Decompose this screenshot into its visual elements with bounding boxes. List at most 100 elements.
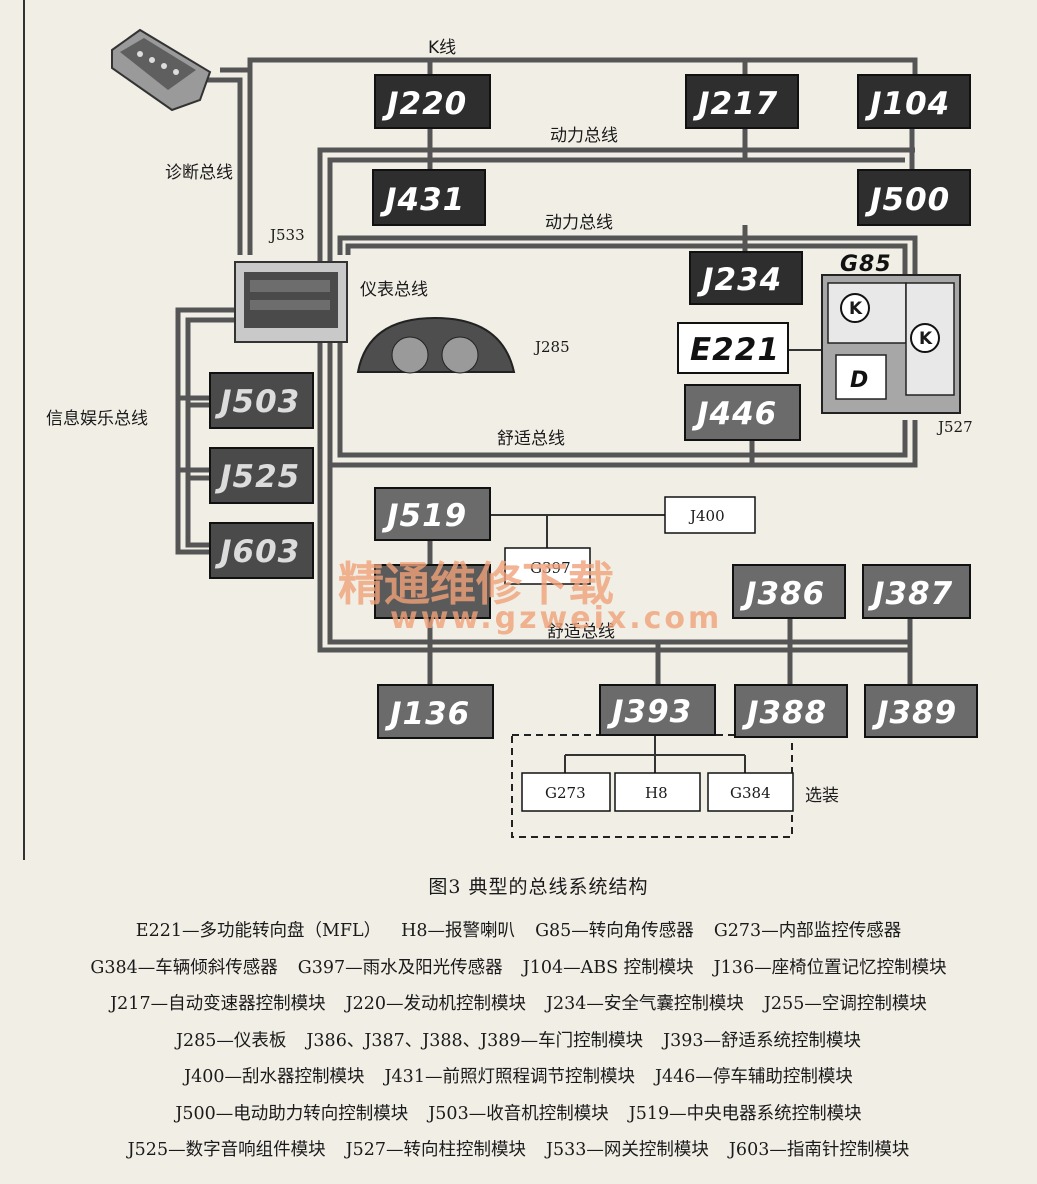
module-j500: J500 <box>857 169 971 226</box>
module-e221: E221 <box>677 322 789 374</box>
module-j519-label: J519 <box>381 498 467 534</box>
module-j234: J234 <box>689 251 803 305</box>
module-g397-label: G397 <box>530 559 571 577</box>
j527-label: J527 <box>936 418 973 436</box>
module-j217: J217 <box>685 74 799 129</box>
sensor-g273: G273 <box>521 772 611 812</box>
legend-item: J393—舒适系统控制模块 <box>663 1030 861 1051</box>
module-j104: J104 <box>857 74 971 129</box>
module-j603: J603 <box>209 522 314 579</box>
module-j389: J389 <box>864 684 978 738</box>
figure-title: 图3 典型的总线系统结构 <box>428 876 649 898</box>
module-j393: J393 <box>599 684 716 736</box>
legend-item: J446—停车辅助控制模块 <box>654 1067 853 1087</box>
module-g397: G397 <box>504 547 591 585</box>
module-j387: J387 <box>862 564 971 619</box>
legend-item: J603—指南针控制模块 <box>728 1140 910 1160</box>
module-j234-label: J234 <box>696 262 782 298</box>
k-symbol-1-icon: K <box>849 299 863 319</box>
legend-row-4: J285—仪表板 J386、J387、J388、J389—车门控制模块 J393—舒… <box>0 1023 1037 1060</box>
module-j220-label: J220 <box>381 86 467 122</box>
legend-item: G384—车辆倾斜传感器 <box>90 957 278 978</box>
legend-row-1: E221—多功能转向盘（MFL） H8—报警喇叭 G85—转向角传感器 G273—内部… <box>0 913 1037 950</box>
power-bus-label-1: 动力总线 <box>550 126 618 146</box>
legend-item: G85—转向角传感器 <box>535 921 694 941</box>
sensor-h8: H8 <box>614 772 701 812</box>
sensor-g384-label: G384 <box>730 784 771 802</box>
module-j525: J525 <box>209 447 314 504</box>
legend-row-3: J217—自动变速器控制模块 J220—发动机控制模块 J234—安全气囊控制模块 J… <box>0 986 1037 1023</box>
diag-bus-label: 诊断总线 <box>165 163 233 183</box>
sensor-g384: G384 <box>707 772 794 812</box>
d-label: D <box>850 368 869 393</box>
j533-label: J533 <box>268 226 305 244</box>
legend-row-7: J525—数字音响组件模块 J527—转向柱控制模块 J533—网关控制模块 J603… <box>0 1132 1037 1169</box>
steering-column-assembly <box>821 274 961 414</box>
module-hidden-under-watermark <box>374 564 491 619</box>
module-j503: J503 <box>209 372 314 429</box>
power-bus-label-2: 动力总线 <box>545 213 613 233</box>
legend-item: J527—转向柱控制模块 <box>345 1140 526 1160</box>
module-j500-label: J500 <box>864 182 950 218</box>
figure-caption: 图3 典型的总线系统结构 E221—多功能转向盘（MFL） H8—报警喇叭 G85—… <box>0 872 1037 1169</box>
module-j400-label: J400 <box>688 507 725 525</box>
thin-wires <box>490 349 822 773</box>
watermark-url: www.gzweix.com <box>390 601 722 636</box>
legend-item: J217—自动变速器控制模块 <box>110 994 326 1014</box>
module-j386-label: J386 <box>739 576 825 612</box>
module-j136-label: J136 <box>384 696 470 732</box>
instrument-bus-label: 仪表总线 <box>360 280 428 300</box>
module-j386: J386 <box>732 564 846 619</box>
module-j525-label: J525 <box>214 459 300 495</box>
legend-item: J136—座椅位置记忆控制模块 <box>713 957 947 978</box>
module-j220: J220 <box>374 74 491 129</box>
module-j446-label: J446 <box>691 396 777 432</box>
module-j431-label: J431 <box>379 182 465 218</box>
legend-item: J285—仪表板 <box>175 1030 287 1051</box>
legend-item: J234—安全气囊控制模块 <box>546 994 744 1014</box>
diagnostic-connector-icon <box>111 28 212 112</box>
legend-item: J431—前照灯照程调节控制模块 <box>384 1067 635 1087</box>
legend-item: J503—收音机控制模块 <box>428 1103 609 1124</box>
module-j389-label: J389 <box>871 695 957 731</box>
bus-diagram: K线 动力总线 动力总线 诊断总线 J533 仪表总线 J285 信息娱乐总线 … <box>23 0 978 860</box>
module-j388: J388 <box>734 684 848 738</box>
legend-item: J255—空调控制模块 <box>763 994 927 1014</box>
legend-item: G397—雨水及阳光传感器 <box>297 957 503 978</box>
comfort-bus-label-1: 舒适总线 <box>497 429 565 449</box>
legend-item: J400—刮水器控制模块 <box>184 1067 365 1087</box>
comfort-bus-label-2: 舒适总线 <box>547 622 615 642</box>
legend-item: G273—内部监控传感器 <box>713 921 902 941</box>
legend-item: J386、J387、J388、J389—车门控制模块 <box>306 1030 644 1051</box>
legend-item: E221—多功能转向盘（MFL） <box>135 921 382 941</box>
module-j400: J400 <box>664 496 756 534</box>
legend-item: J104—ABS 控制模块 <box>522 957 694 978</box>
gateway-j533-icon <box>234 261 348 343</box>
legend-item: H8—报警喇叭 <box>401 921 516 941</box>
legend-row-2: G384—车辆倾斜传感器 G397—雨水及阳光传感器 J104—ABS 控制模块 J1… <box>0 950 1037 987</box>
optional-label: 选装 <box>805 786 839 806</box>
infotainment-bus-label: 信息娱乐总线 <box>46 409 148 429</box>
legend-row-5: J400—刮水器控制模块 J431—前照灯照程调节控制模块 J446—停车辅助控制模… <box>0 1059 1037 1096</box>
sensor-h8-label: H8 <box>645 784 668 802</box>
g85-label: G85 <box>840 252 892 277</box>
module-j519: J519 <box>374 487 491 541</box>
legend-item: J525—数字音响组件模块 <box>127 1140 326 1160</box>
sensor-g273-label: G273 <box>545 784 586 802</box>
module-j388-label: J388 <box>741 695 827 731</box>
j285-label: J285 <box>533 338 570 356</box>
legend-item: J533—网关控制模块 <box>546 1140 709 1160</box>
k-symbol-2-icon: K <box>919 329 933 349</box>
module-j136: J136 <box>377 684 494 739</box>
module-j446: J446 <box>684 384 801 441</box>
legend-item: J220—发动机控制模块 <box>345 994 526 1014</box>
module-j393-label: J393 <box>606 694 692 730</box>
instrument-cluster-icon <box>356 316 516 374</box>
legend-item: J500—电动助力转向控制模块 <box>175 1103 409 1124</box>
k-line-label: K线 <box>428 38 456 58</box>
module-j387-label: J387 <box>867 576 953 612</box>
module-j431: J431 <box>372 169 486 226</box>
bus-wires <box>175 57 918 685</box>
module-j503-label: J503 <box>214 384 300 420</box>
module-j104-label: J104 <box>864 86 950 122</box>
